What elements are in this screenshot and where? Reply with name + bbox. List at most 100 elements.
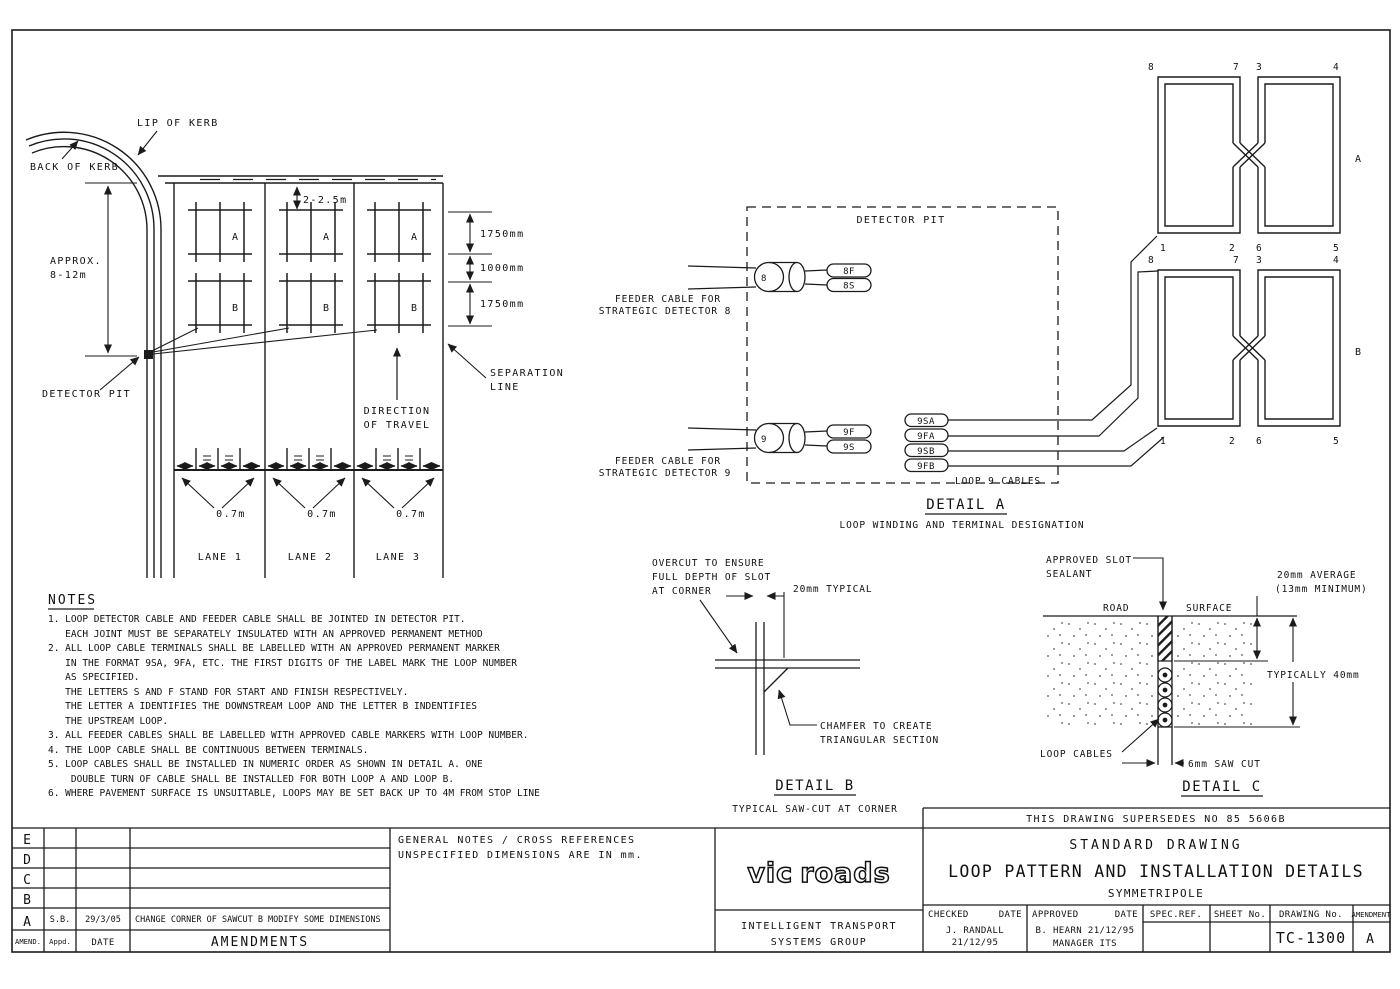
date-col-header: DATE: [91, 938, 114, 948]
detail-a: DETECTOR PIT 8 8F 8S FEEDER CABLE FOR ST…: [599, 206, 1084, 531]
general-notes-line-1: GENERAL NOTES / CROSS REFERENCES: [398, 835, 635, 846]
detail-a-title: DETAIL A: [926, 497, 1005, 513]
lane-3-label: LANE 3: [376, 552, 421, 563]
note-line: IN THE FORMAT 9SA, 9FA, ETC. THE FIRST D…: [48, 658, 517, 669]
avg-depth-label-2: (13mm MINIMUM): [1275, 584, 1368, 595]
approved-name: B. HEARN 21/12/95: [1036, 926, 1135, 936]
joint-8-number: 8: [761, 274, 767, 284]
separation-line-label-1: SEPARATION: [490, 368, 564, 379]
chamfer-label-1: CHAMFER TO CREATE: [820, 721, 933, 732]
note-line: 1. LOOP DETECTOR CABLE AND FEEDER CABLE …: [48, 614, 466, 625]
detector-pit-label: DETECTOR PIT: [42, 389, 131, 400]
direction-label-2: OF TRAVEL: [364, 420, 431, 431]
setback-dimension-label: 2-2.5m: [303, 195, 348, 206]
approved-date-label: DATE: [1115, 910, 1138, 920]
total-depth-dimension: [1174, 617, 1300, 728]
terminal-8s: 8S: [843, 282, 855, 292]
terminal-9f: 9F: [843, 428, 855, 438]
loop-label-b2: B: [323, 303, 330, 314]
sheet-border: [11, 29, 1391, 953]
org-name-1: INTELLIGENT TRANSPORT: [741, 921, 897, 932]
feeder-9-label-1: FEEDER CABLE FOR: [615, 456, 721, 467]
loop-dimensions: [448, 211, 492, 327]
lane-2-label: LANE 2: [288, 552, 333, 563]
sealant-label-2: SEALANT: [1046, 569, 1092, 580]
detail-b-subtitle: TYPICAL SAW-CUT AT CORNER: [732, 804, 898, 815]
terminal-9s: 9S: [843, 443, 855, 453]
drawing-subtitle: SYMMETRIPOLE: [1108, 887, 1204, 900]
road-edges-and-lanes: [158, 175, 444, 578]
approx-label-1: APPROX.: [50, 256, 102, 267]
terminal-9sb: 9SB: [917, 447, 935, 457]
total-depth-label: TYPICALLY 40mm: [1267, 670, 1360, 681]
notes-block: NOTES 1. LOOP DETECTOR CABLE AND FEEDER …: [48, 593, 540, 799]
title-section: THIS DRAWING SUPERSEDES NO 85 5606B STAN…: [928, 814, 1391, 949]
note-line: 6. WHERE PAVEMENT SURFACE IS UNSUITABLE,…: [48, 788, 540, 799]
sawcut-cross: [715, 622, 860, 755]
appd-col-header: Appd.: [49, 937, 71, 946]
detector-pit-symbol: [144, 350, 153, 359]
amend-appd-value: S.B.: [50, 915, 70, 925]
separation-line-label-2: LINE: [490, 382, 520, 393]
amend-col-header: AMEND.: [15, 937, 41, 946]
slot-sealant: [1157, 615, 1173, 662]
sawcut-label: 6mm SAW CUT: [1188, 759, 1261, 770]
loop-a-length-label: 1750mm: [480, 229, 525, 240]
drawing-no-label: DRAWING No.: [1279, 910, 1343, 920]
feeder-9-label-2: STRATEGIC DETECTOR 9: [599, 468, 731, 479]
checked-name: J. RANDALL: [946, 926, 1004, 936]
pit-feeder-leaders: [151, 327, 378, 355]
note-line: THE LETTERS S AND F STAND FOR START AND …: [48, 687, 408, 698]
loop-label-a1: A: [232, 232, 239, 243]
logo-roads: roads: [800, 858, 890, 889]
loop-9-terminals: [904, 413, 949, 473]
title-block-grid: [12, 807, 1390, 952]
pattern-b-label: B: [1355, 347, 1362, 358]
loop-cable-circles: [1157, 667, 1173, 728]
joint-9-number: 9: [761, 435, 767, 445]
amendments-header: AMENDMENTS: [211, 935, 309, 950]
note-line: 4. THE LOOP CABLE SHALL BE CONTINUOUS BE…: [48, 745, 368, 756]
kerb-lines: [25, 131, 162, 578]
sheet-no-label: SHEET No.: [1214, 910, 1266, 920]
sawcut-width-dimension: [726, 592, 785, 658]
standard-drawing-label: STANDARD DRAWING: [1069, 838, 1242, 853]
amend-date-value: 29/3/05: [85, 915, 121, 925]
overcut-label-3: AT CORNER: [652, 586, 712, 597]
approx-dimension: [85, 182, 137, 357]
loop-label-b1: B: [232, 303, 239, 314]
amend-desc-value: CHANGE CORNER OF SAWCUT B MODIFY SOME DI…: [135, 915, 381, 925]
loop-label-a3: A: [411, 232, 418, 243]
amendment-value: A: [1366, 932, 1376, 947]
terminal-9fb: 9FB: [917, 462, 935, 472]
note-line: 5. LOOP CABLES SHALL BE INSTALLED IN NUM…: [48, 759, 483, 770]
loop-b-length-label: 1750mm: [480, 299, 525, 310]
joint-8: [687, 261, 872, 293]
plan-view: A A A B B B LANE 1 LANE 2 LANE 3 LIP OF …: [25, 118, 564, 578]
feeder-8-label-2: STRATEGIC DETECTOR 8: [599, 306, 731, 317]
winding-patterns: A B: [948, 61, 1362, 467]
detail-c: APPROVED SLOT SEALANT ROAD SURFACE 20mm …: [1040, 555, 1368, 797]
note-line: 3. ALL FEEDER CABLES SHALL BE LABELLED W…: [48, 730, 528, 741]
note-line: THE UPSTREAM LOOP.: [48, 716, 168, 727]
checked-date: 21/12/95: [952, 938, 999, 948]
sealant-label-1: APPROVED SLOT: [1046, 555, 1132, 566]
terminal-9sa: 9SA: [917, 417, 935, 427]
note-line: EACH JOINT MUST BE SEPARATELY INSULATED …: [48, 629, 483, 640]
general-notes-line-2: UNSPECIFIED DIMENSIONS ARE IN mm.: [398, 850, 643, 861]
amend-row-letter: D: [23, 853, 33, 868]
lip-of-kerb-label: LIP OF KERB: [137, 118, 219, 129]
note-line: THE LETTER A IDENTIFIES THE DOWNSTREAM L…: [48, 701, 477, 712]
detail-b-title: DETAIL B: [775, 778, 854, 794]
detail-a-pit-label: DETECTOR PIT: [856, 215, 945, 226]
approved-role: MANAGER ITS: [1053, 939, 1117, 949]
surface-label: SURFACE: [1186, 603, 1232, 614]
overcut-label-2: FULL DEPTH OF SLOT: [652, 572, 771, 583]
amend-row-letter: B: [23, 893, 33, 908]
loop-9-cables-label: LOOP 9 CABLES: [955, 476, 1041, 487]
avg-depth-dimension: [1174, 596, 1268, 662]
logo-vic: vic: [747, 858, 793, 889]
checked-label: CHECKED: [928, 910, 969, 920]
